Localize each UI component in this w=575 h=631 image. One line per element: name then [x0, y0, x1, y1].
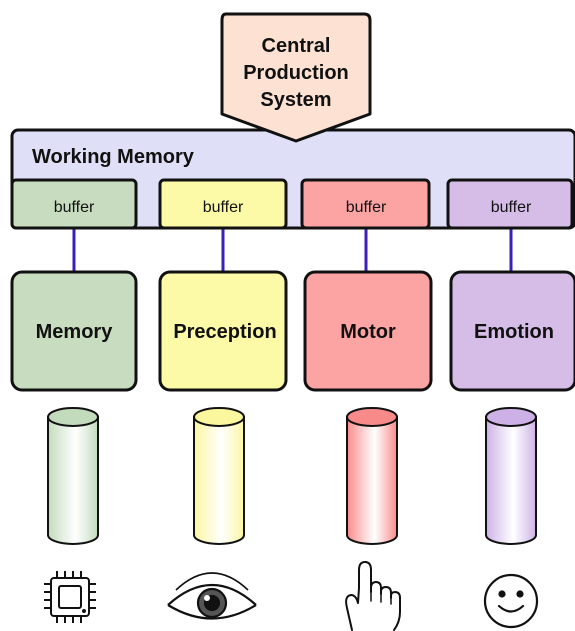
eye-icon — [167, 572, 257, 620]
cylinder-memory — [47, 407, 99, 545]
pointing-hand-icon — [345, 561, 401, 631]
cylinder-emotion — [485, 407, 537, 545]
central-label-line-3: System — [260, 89, 331, 111]
module-column-emotion: buffer Emotion — [446, 178, 575, 629]
module-label-perception: Preception — [173, 321, 276, 343]
buffer-label-perception: buffer — [203, 199, 244, 216]
module-box-perception — [158, 270, 288, 392]
module-box-emotion — [449, 270, 575, 392]
module-column-memory: buffer Memory — [10, 178, 138, 623]
module-label-emotion: Emotion — [474, 321, 554, 343]
cpu-chip-icon — [44, 571, 96, 623]
buffer-label-motor: buffer — [346, 199, 387, 216]
module-label-motor: Motor — [340, 321, 396, 343]
buffer-label-emotion: buffer — [491, 199, 532, 216]
buffer-emotion — [446, 178, 574, 230]
module-column-motor: buffer Motor — [300, 178, 433, 631]
module-column-perception: buffer Preception — [158, 178, 288, 620]
module-box-memory — [10, 270, 138, 392]
module-label-memory: Memory — [36, 321, 114, 343]
smiley-face-icon — [483, 573, 539, 629]
buffer-label-memory: buffer — [54, 199, 95, 216]
central-label-line-2: Production — [243, 62, 349, 84]
cylinder-motor — [346, 407, 398, 545]
buffer-memory — [10, 178, 138, 230]
module-box-motor — [303, 270, 433, 392]
buffer-perception — [158, 178, 288, 230]
central-label-line-1: Central — [262, 35, 331, 57]
buffer-motor — [300, 178, 431, 230]
central-production-system-box — [220, 12, 372, 143]
cylinder-perception — [193, 407, 245, 545]
working-memory-label: Working Memory — [32, 146, 195, 168]
